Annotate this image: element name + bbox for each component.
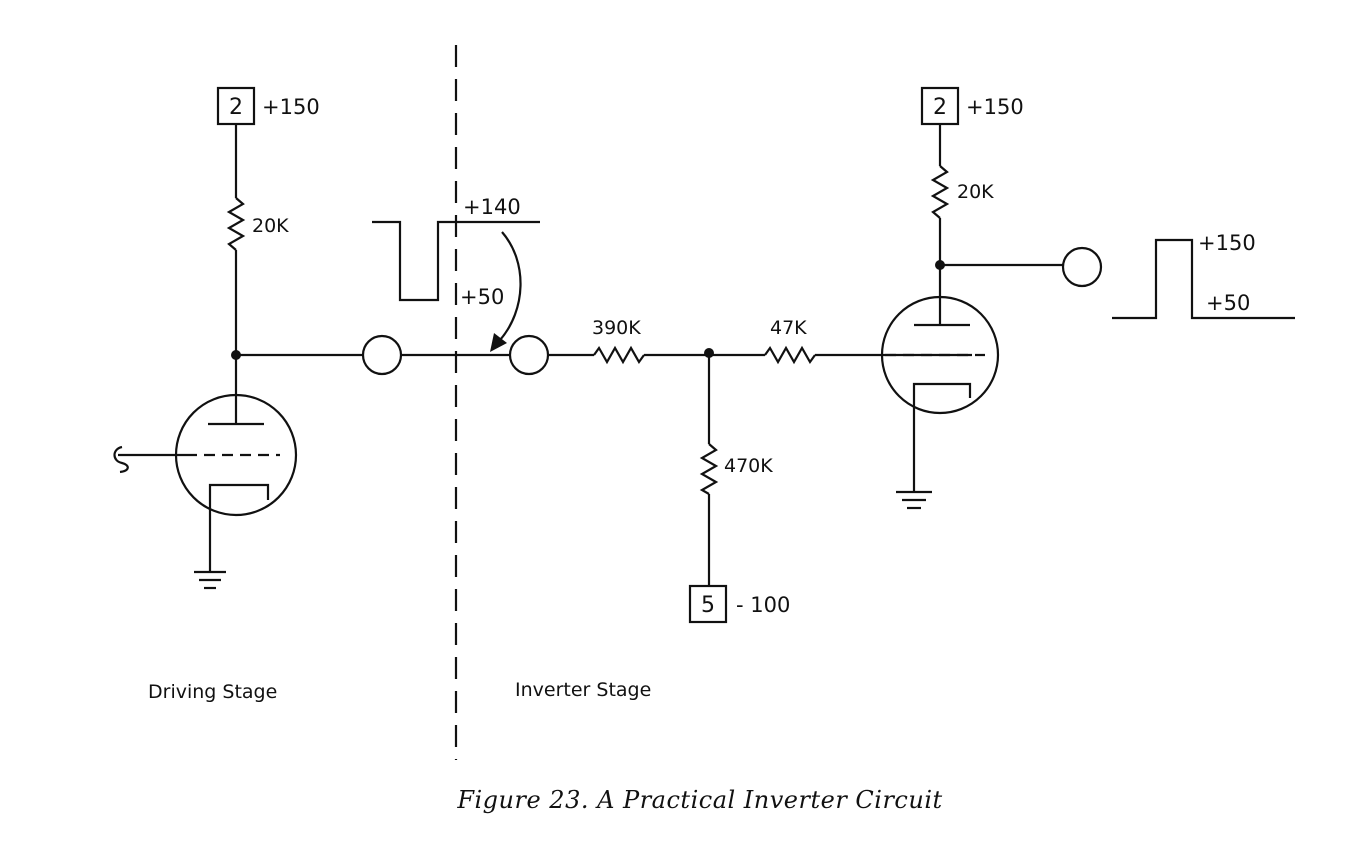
- figure-caption: Figure 23. A Practical Inverter Circuit: [456, 786, 942, 814]
- right-plate-resistor-label: 20K: [957, 181, 994, 203]
- right-supply-voltage: +150: [966, 95, 1024, 119]
- right-vacuum-tube: [880, 295, 1000, 415]
- left-ground-icon: [194, 570, 226, 590]
- left-plate-resistor-label: 20K: [252, 215, 289, 237]
- series-resistor: [593, 345, 645, 365]
- bias-resistor-label: 470K: [724, 455, 773, 477]
- left-supply-terminal: 2 +150: [216, 86, 320, 126]
- divider-junction-dot: [704, 348, 714, 358]
- bias-supply-voltage: - 100: [736, 593, 790, 617]
- output-low-label: +50: [1206, 291, 1250, 315]
- bias-resistor: [699, 443, 719, 495]
- grid-resistor-label: 47K: [770, 317, 807, 339]
- left-plate-resistor: [226, 197, 246, 251]
- waveform-pointer-arrow: [499, 231, 522, 341]
- right-supply-number: 2: [933, 95, 947, 120]
- inverter-stage-label: Inverter Stage: [515, 679, 651, 701]
- left-vacuum-tube: [174, 393, 298, 517]
- left-supply-number: 2: [229, 95, 243, 120]
- inverter-input-connector: [508, 334, 550, 376]
- left-output-connector: [361, 334, 403, 376]
- driving-stage-label: Driving Stage: [148, 681, 277, 703]
- input-low-label: +50: [460, 285, 504, 309]
- left-supply-voltage: +150: [262, 95, 320, 119]
- output-waveform: [1112, 238, 1295, 320]
- grid-resistor: [764, 345, 816, 365]
- right-ground-icon: [896, 490, 932, 510]
- bias-supply-terminal: 5 - 100: [688, 584, 790, 624]
- right-supply-terminal: 2 +150: [920, 86, 1024, 126]
- left-grid-input-tilde: [113, 445, 129, 474]
- input-waveform: [372, 220, 540, 302]
- bias-supply-number: 5: [701, 593, 715, 618]
- right-output-connector: [1061, 246, 1103, 288]
- output-high-label: +150: [1198, 231, 1256, 255]
- input-high-label: +140: [463, 195, 521, 219]
- series-resistor-label: 390K: [592, 317, 641, 339]
- right-plate-resistor: [930, 165, 950, 219]
- arrow-head-icon: [490, 333, 507, 352]
